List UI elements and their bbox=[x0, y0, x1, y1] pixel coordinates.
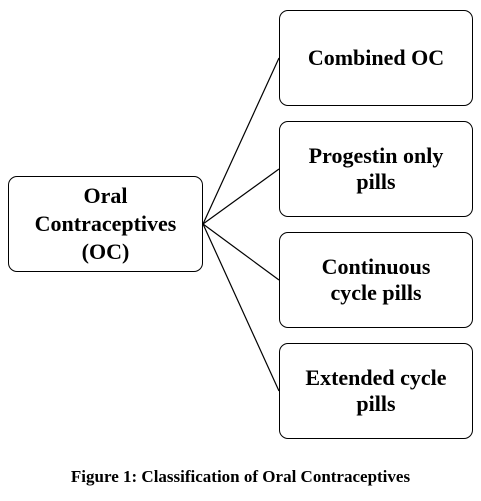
node-label: Combined OC bbox=[307, 45, 445, 70]
node-continuous-cycle-pills: Continuous cycle pills bbox=[279, 232, 473, 328]
root-label-line-1: Oral bbox=[83, 183, 128, 208]
connector-to-extended-cycle bbox=[202, 223, 280, 392]
node-combined-oc: Combined OC bbox=[279, 10, 473, 106]
node-progestin-only-pills: Progestin only pills bbox=[279, 121, 473, 217]
node-label: Extended cycle pills bbox=[305, 365, 447, 416]
root-label-line-3: (OC) bbox=[81, 239, 130, 264]
connector-to-combined-oc bbox=[202, 57, 280, 225]
root-label-line-2: Contraceptives bbox=[34, 211, 177, 236]
node-extended-cycle-pills: Extended cycle pills bbox=[279, 343, 473, 439]
root-node-oral-contraceptives: Oral Contraceptives (OC) bbox=[8, 176, 203, 272]
node-label: Progestin only pills bbox=[308, 143, 444, 194]
connector-to-continuous-cycle bbox=[202, 223, 280, 281]
node-label: Continuous cycle pills bbox=[321, 254, 431, 305]
connector-to-progestin-only bbox=[202, 168, 280, 225]
figure-caption: Figure 1: Classification of Oral Contrac… bbox=[70, 467, 411, 486]
